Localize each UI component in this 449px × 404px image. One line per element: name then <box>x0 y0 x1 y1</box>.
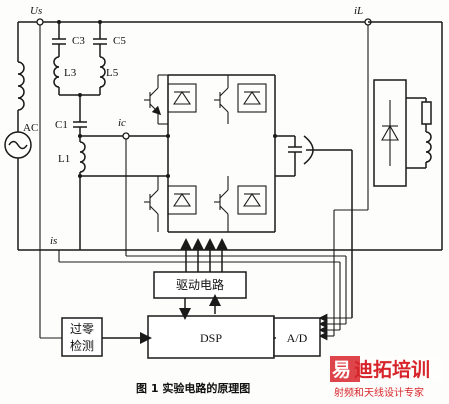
label-c5: C5 <box>113 35 126 47</box>
driver-label: 驱动电路 <box>176 277 224 292</box>
igbt-switch <box>214 176 267 232</box>
igbt-switch <box>214 75 267 124</box>
gate-arrows <box>180 238 228 272</box>
us-node <box>36 18 44 26</box>
svg-text:易: 易 <box>332 359 351 381</box>
label-is: is <box>50 235 57 247</box>
watermark-logo: 易 迪拓培训 射频和天线设计专家 <box>330 356 444 399</box>
label-c3: C3 <box>72 35 85 47</box>
label-l5: L5 <box>106 67 119 79</box>
svg-text:射频和天线设计专家: 射频和天线设计专家 <box>334 386 424 399</box>
igbt-switch <box>144 176 197 232</box>
label-ac: AC <box>23 122 38 134</box>
zero-cross-detect-block <box>61 317 103 357</box>
load-inductor <box>425 131 432 163</box>
adc-label: A/D <box>287 331 308 345</box>
zero-cross-label-1: 过零 <box>70 322 94 336</box>
ac-source-branch <box>4 22 32 250</box>
dsp-block <box>147 315 275 359</box>
source-inductor <box>17 61 25 111</box>
label-ic: ic <box>118 117 126 129</box>
bottom-rail <box>18 21 443 251</box>
label-us: Us <box>30 5 42 17</box>
adc-block <box>273 317 321 357</box>
zero-cross-label-2: 检测 <box>70 338 94 353</box>
label-il: iL <box>354 5 363 17</box>
filter-branches <box>52 22 168 250</box>
control-blocks <box>61 271 321 359</box>
igbt-switch <box>144 74 197 125</box>
l3-inductor <box>53 56 60 88</box>
top-rail <box>18 18 372 26</box>
dsp-label: DSP <box>200 331 222 345</box>
driver-circuit-block <box>153 271 247 299</box>
l5-inductor <box>99 56 106 88</box>
figure-caption: 图 1 实验电路的原理图 <box>136 381 250 395</box>
load-resistor <box>421 101 432 125</box>
labels: Us iL AC C3 L3 C5 L5 C1 L1 ic is 驱动电路 DS… <box>23 5 363 395</box>
rectifier-module <box>373 79 407 187</box>
l1-inductor <box>79 141 86 173</box>
load <box>373 79 432 187</box>
label-l1: L1 <box>58 153 70 165</box>
label-l3: L3 <box>64 67 77 79</box>
sense-lines <box>39 25 369 341</box>
output-filter <box>288 135 353 318</box>
label-c1: C1 <box>55 119 68 131</box>
ic-node <box>122 132 130 140</box>
svg-text:迪拓培训: 迪拓培训 <box>354 358 430 381</box>
